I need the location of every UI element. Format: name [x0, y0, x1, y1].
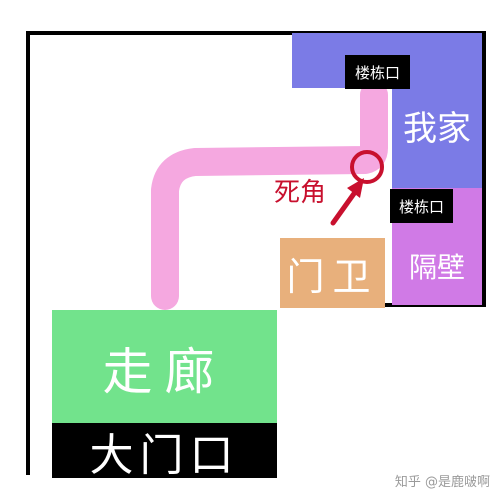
guard-block [280, 238, 385, 308]
stairwell-right-tab [390, 189, 453, 223]
corridor-block [52, 310, 277, 423]
watermark-text: 知乎 @是鹿啵啊 [394, 475, 490, 490]
guard-label: 门卫 [286, 254, 379, 299]
stairwell-top-label: 楼栋口 [354, 63, 400, 82]
home-label: 我家 [403, 108, 471, 149]
main-gate-block [52, 423, 277, 478]
neighbor-label: 隔壁 [408, 251, 465, 284]
stairwell-right-label: 楼栋口 [398, 197, 444, 216]
corridor-label: 走廊 [102, 342, 227, 401]
blind-spot-circle [350, 150, 384, 184]
blind-spot-arrow-head [347, 178, 364, 198]
stairwell-top-tab [345, 55, 410, 89]
main-gate-label: 大门口 [89, 429, 240, 481]
blind-spot-arrow-shaft [330, 185, 361, 226]
blind-spot-label: 死角 [273, 177, 326, 208]
